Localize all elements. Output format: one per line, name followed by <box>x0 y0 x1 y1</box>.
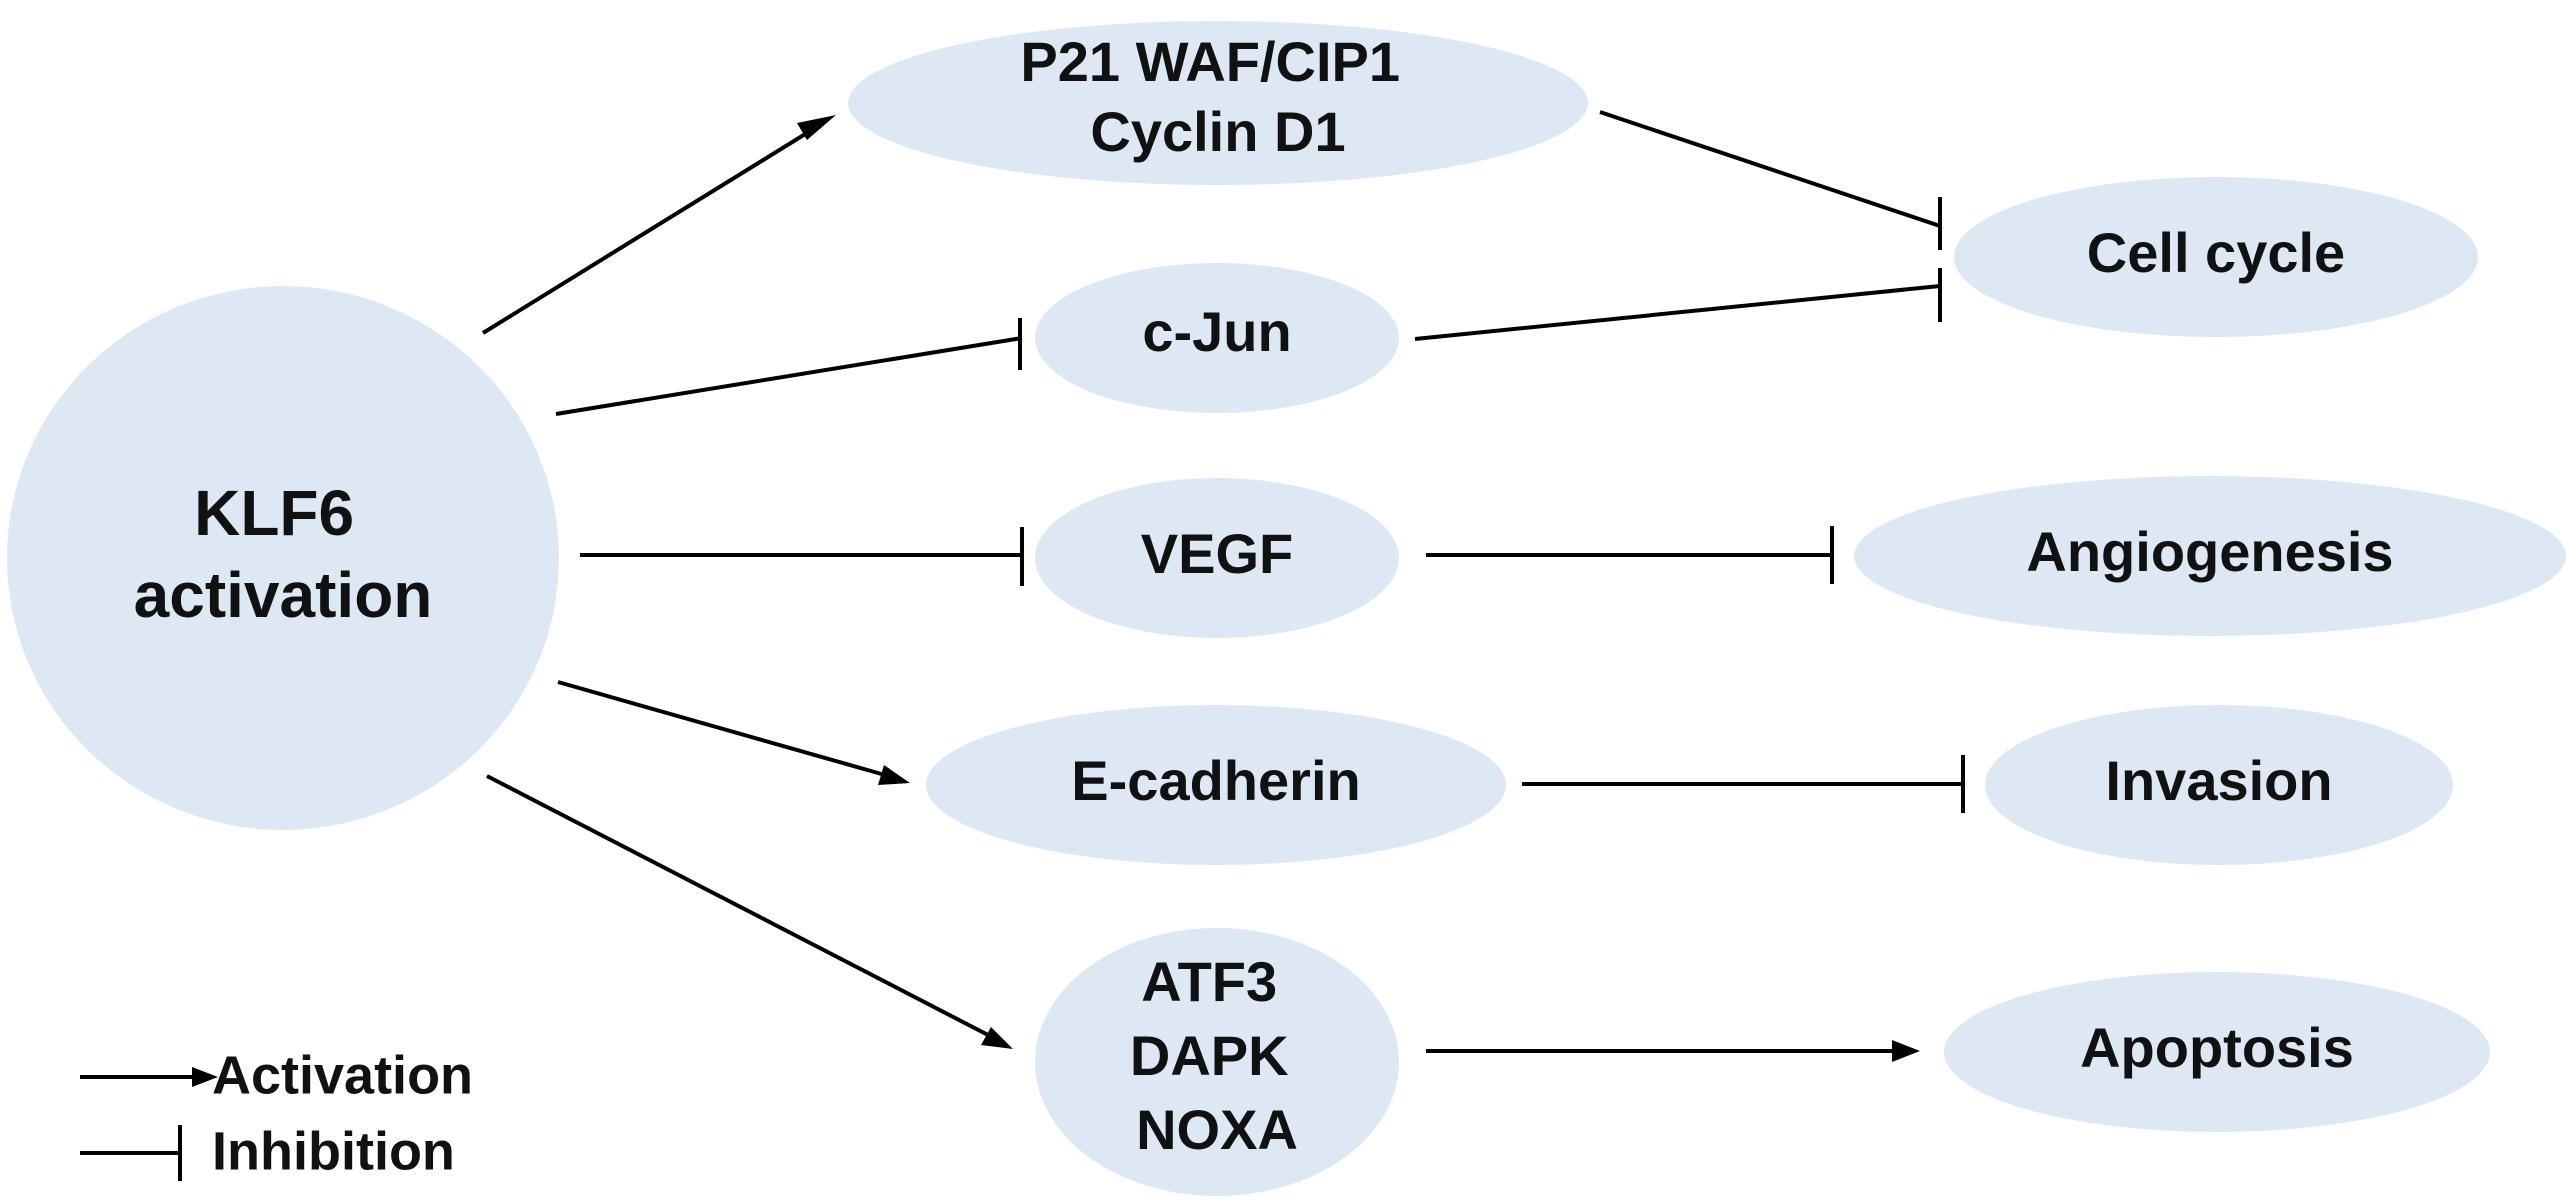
svg-text:ATF3 DAPK NOXA: ATF3 DAPK NOXA <box>1130 950 1304 1161</box>
svg-text:E-cadherin: E-cadherin <box>1071 749 1360 812</box>
arrowhead-icon <box>981 1027 1013 1049</box>
nodes: KLF6 activation P21 WAF/CIP1 Cyclin D1 c… <box>7 21 2566 1196</box>
node-label-line: NOXA <box>1136 1098 1298 1161</box>
node-label-line: DAPK <box>1130 1024 1289 1087</box>
node-apoptosis: Apoptosis <box>1944 972 2490 1132</box>
edge-klf6-to-atf3 <box>486 774 1013 1049</box>
edge-klf6-to-ecad <box>557 680 910 785</box>
edge-atf3-to-apoptosis <box>1426 1040 1920 1062</box>
edge-vegf-to-angio <box>1426 526 1834 584</box>
edge-ecad-to-invasion <box>1522 755 1965 813</box>
svg-text:Apoptosis: Apoptosis <box>2080 1016 2354 1079</box>
edge-klf6-to-p21 <box>481 115 836 335</box>
node-label-line: Angiogenesis <box>2026 520 2393 583</box>
node-angiogenesis: Angiogenesis <box>1854 476 2566 636</box>
node-label-line: KLF6 <box>194 477 354 549</box>
svg-text:Cell cycle: Cell cycle <box>2087 221 2345 284</box>
edge-cjun-to-cellcycle <box>1414 268 1942 341</box>
svg-text:Invasion: Invasion <box>2105 749 2332 812</box>
node-klf6-activation: KLF6 activation <box>7 286 559 830</box>
node-label-line: c-Jun <box>1142 300 1291 363</box>
node-label-line: P21 WAF/CIP1 <box>1020 30 1400 93</box>
node-c-jun: c-Jun <box>1035 263 1399 413</box>
arrowhead-icon <box>797 115 836 140</box>
arrowhead-icon <box>878 765 910 785</box>
edge-klf6-to-vegf <box>580 527 1024 586</box>
arrowhead-icon <box>192 1067 218 1087</box>
svg-text:P21 WAF/CIP1 Cyclin D1: P21 WAF/CIP1 Cyclin D1 <box>1020 30 1415 163</box>
node-atf3-dapk-noxa: ATF3 DAPK NOXA <box>1035 928 1399 1196</box>
node-label-line: E-cadherin <box>1071 749 1360 812</box>
svg-text:VEGF: VEGF <box>1141 522 1293 585</box>
legend: Activation Inhibition <box>80 1045 473 1181</box>
svg-text:KLF6 activation: KLF6 activation <box>134 477 433 631</box>
edge-p21-to-cellcycle <box>1599 110 1942 250</box>
legend-activation-label: Activation <box>212 1045 473 1105</box>
legend-inhibition-label: Inhibition <box>212 1121 455 1181</box>
node-p21-cyclin-d1: P21 WAF/CIP1 Cyclin D1 <box>848 21 1588 185</box>
node-cell-cycle: Cell cycle <box>1954 177 2478 337</box>
svg-text:Angiogenesis: Angiogenesis <box>2026 520 2393 583</box>
node-label-line: Apoptosis <box>2080 1016 2354 1079</box>
node-label-line: Cell cycle <box>2087 221 2345 284</box>
node-label-line: VEGF <box>1141 522 1293 585</box>
svg-text:c-Jun: c-Jun <box>1142 300 1291 363</box>
node-vegf: VEGF <box>1035 478 1399 638</box>
edge-klf6-to-cjun <box>555 318 1023 416</box>
node-label-line: activation <box>134 559 433 631</box>
node-label-line: ATF3 <box>1141 950 1277 1013</box>
node-label-line: Invasion <box>2105 749 2332 812</box>
node-e-cadherin: E-cadherin <box>926 705 1506 865</box>
arrowhead-icon <box>1892 1040 1920 1062</box>
node-label-line: Cyclin D1 <box>1090 100 1345 163</box>
node-invasion: Invasion <box>1985 705 2453 865</box>
edges <box>481 110 1965 1062</box>
legend-inhibition: Inhibition <box>80 1121 455 1181</box>
legend-activation: Activation <box>80 1045 473 1105</box>
